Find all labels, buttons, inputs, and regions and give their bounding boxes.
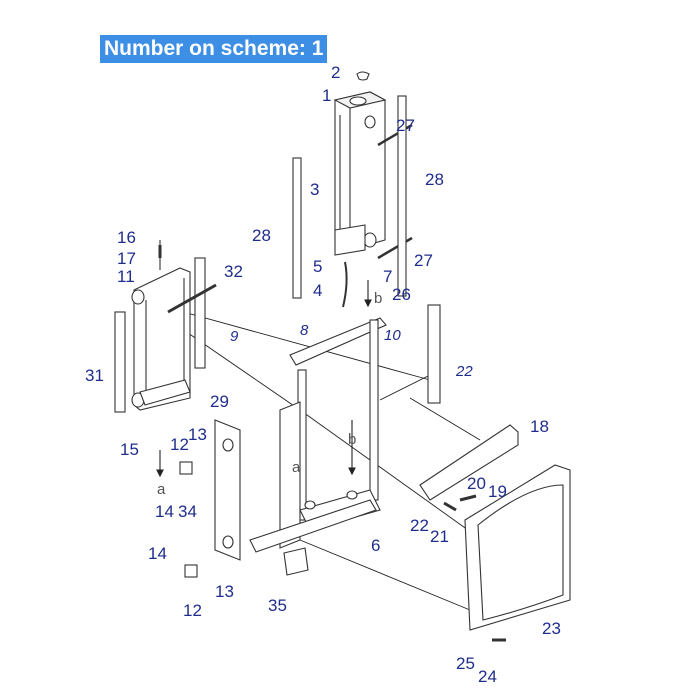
callout-5: 5 [313,257,323,276]
callout-13: 13 [215,582,234,601]
callout-8: 8 [300,322,309,339]
bar-part-32 [167,283,217,314]
callout-27: 27 [396,116,415,135]
block-part-35 [283,547,309,576]
bracket-part-29 [139,379,191,406]
callout-16: 16 [117,228,136,247]
callout-31: 31 [85,366,104,385]
callout-11: 11 [117,267,135,286]
callout-9: 9 [230,328,239,345]
bolt-part-21 [443,501,457,512]
post-part-9 [194,257,206,369]
frame-assembly-part-6 [249,317,387,553]
callout-13: 13 [188,425,207,444]
callout-23: 23 [542,619,561,638]
callout-22: 22 [456,363,473,380]
callout-19: 19 [488,482,507,501]
plate-part-34 [214,419,241,561]
scheme-number-banner: Number on scheme: 1 [100,35,328,63]
callout-7: 7 [383,267,393,286]
callout-15: 15 [120,440,139,459]
elbow-part-12-lower [184,564,198,578]
cap-part-2 [356,71,370,81]
radiator-core-part-1 [333,91,387,256]
callout-28: 28 [252,226,271,245]
callout-34: 34 [178,502,197,521]
callout-22: 22 [410,516,429,535]
elbow-part-12-upper [179,461,193,475]
callout-25: 25 [456,654,475,673]
callout-12: 12 [170,435,189,454]
post-part-31 [114,311,126,413]
callout-4: 4 [313,281,323,300]
post-part-22 [427,304,441,404]
callout-6: 6 [371,536,381,555]
hose-part-4 [342,261,348,308]
callout-18: 18 [530,417,549,436]
callout-35: 35 [268,596,287,615]
callout-10: 10 [384,327,401,344]
callout-24: 24 [478,667,497,686]
callout-28: 28 [425,170,444,189]
post-part-28-right [397,95,407,297]
post-part-28-left [292,157,302,299]
flow-letter-a: a [157,481,166,498]
plate-part-18 [419,424,519,501]
callout-27: 27 [414,251,433,270]
callout-1: 1 [322,86,332,105]
fan-shroud-part-23 [464,464,571,631]
callout-14: 14 [155,502,174,521]
callout-14: 14 [148,544,167,563]
callout-17: 17 [117,249,136,268]
callout-20: 20 [467,474,486,493]
callout-29: 29 [210,392,229,411]
callout-26: 26 [392,285,411,304]
callout-32: 32 [224,262,243,281]
callout-21: 21 [430,527,449,546]
bolt-part-19 [459,494,477,502]
callout-12: 12 [183,601,202,620]
flow-letter-a: a [292,459,301,476]
callout-3: 3 [310,180,320,199]
callout-2: 2 [331,63,341,82]
flow-letter-b: b [348,431,357,448]
flow-letter-b: b [374,290,383,307]
aftercooler-part-11 [131,240,191,411]
